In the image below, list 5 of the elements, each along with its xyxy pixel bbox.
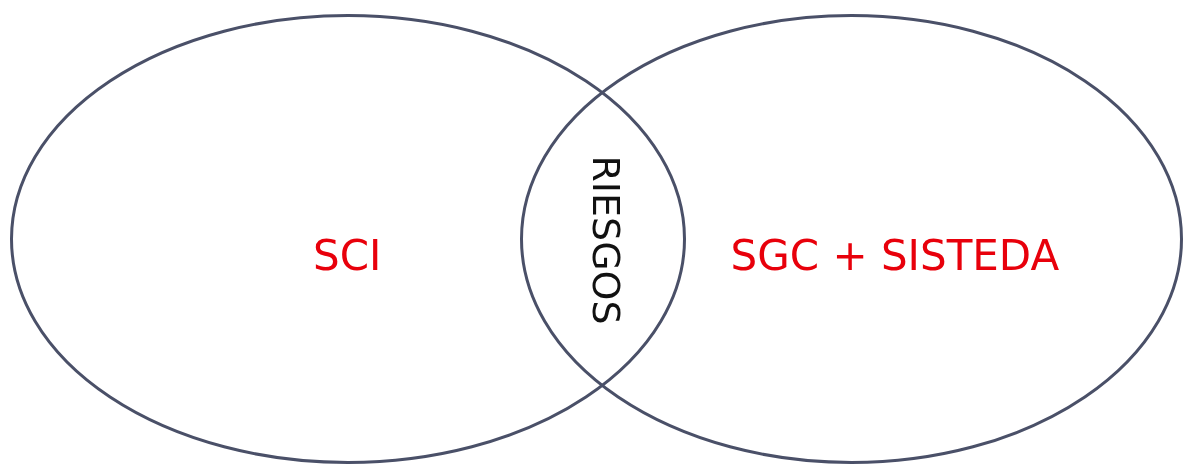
- set-label: SGC + SISTEDA: [730, 235, 1060, 277]
- set-label: SCI: [313, 235, 382, 277]
- set-ellipse: [520, 14, 1183, 464]
- set-ellipse: [10, 14, 686, 464]
- vertical-label: RIESGOS: [586, 155, 625, 325]
